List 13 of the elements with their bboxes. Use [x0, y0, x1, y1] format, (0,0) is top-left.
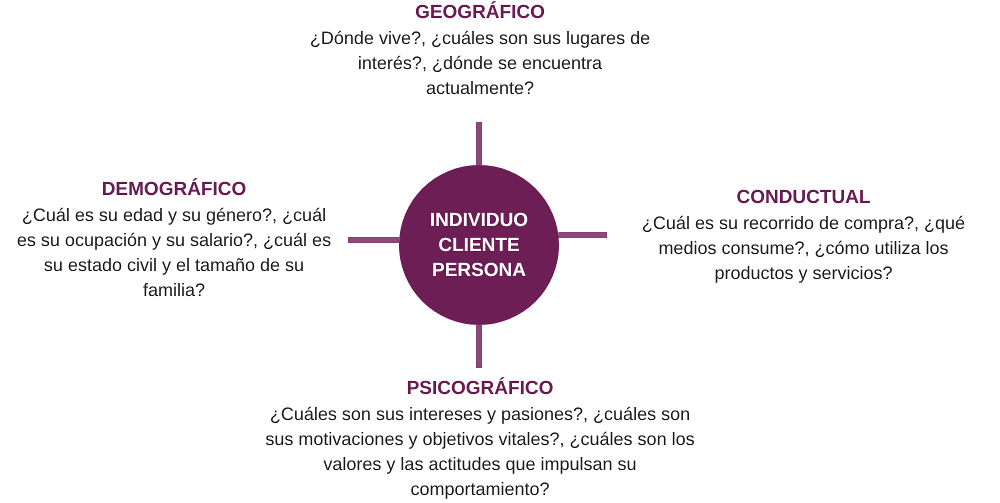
connector-line — [476, 325, 482, 368]
question-text: ¿Cuál es su recorrido de compra?, ¿qué medios consume?, ¿cómo utiliza los productos y servicios? — [640, 212, 966, 285]
category-heading: PSICOGRÁFICO — [406, 376, 554, 401]
connector-line — [476, 122, 482, 165]
category-heading: GEOGRÁFICO — [415, 0, 545, 25]
question-text: ¿Dónde vive?, ¿cuáles son sus lugares de interés?, ¿dónde se encuentra actualmente? — [308, 27, 652, 100]
question-text: ¿Cuáles son sus intereses y pasiones?, ¿cuáles son sus motivaciones y objetivos vitales?, ¿cuáles son los valores y las actitudes que impulsan su comportamiento? — [264, 403, 696, 501]
center-label: INDIVIDUO CLIENTE PERSONA — [428, 208, 530, 282]
category-heading: DEMOGRÁFICO — [102, 177, 246, 202]
connector-line — [348, 237, 400, 243]
category-heading: CONDUCTUAL — [736, 186, 871, 210]
question-text: ¿Cuál es su edad y su género?, ¿cuál es su ocupación y su salario?, ¿cuál es su estado civil y el tamaño de su familia? — [16, 204, 332, 302]
connector-line — [558, 232, 607, 238]
